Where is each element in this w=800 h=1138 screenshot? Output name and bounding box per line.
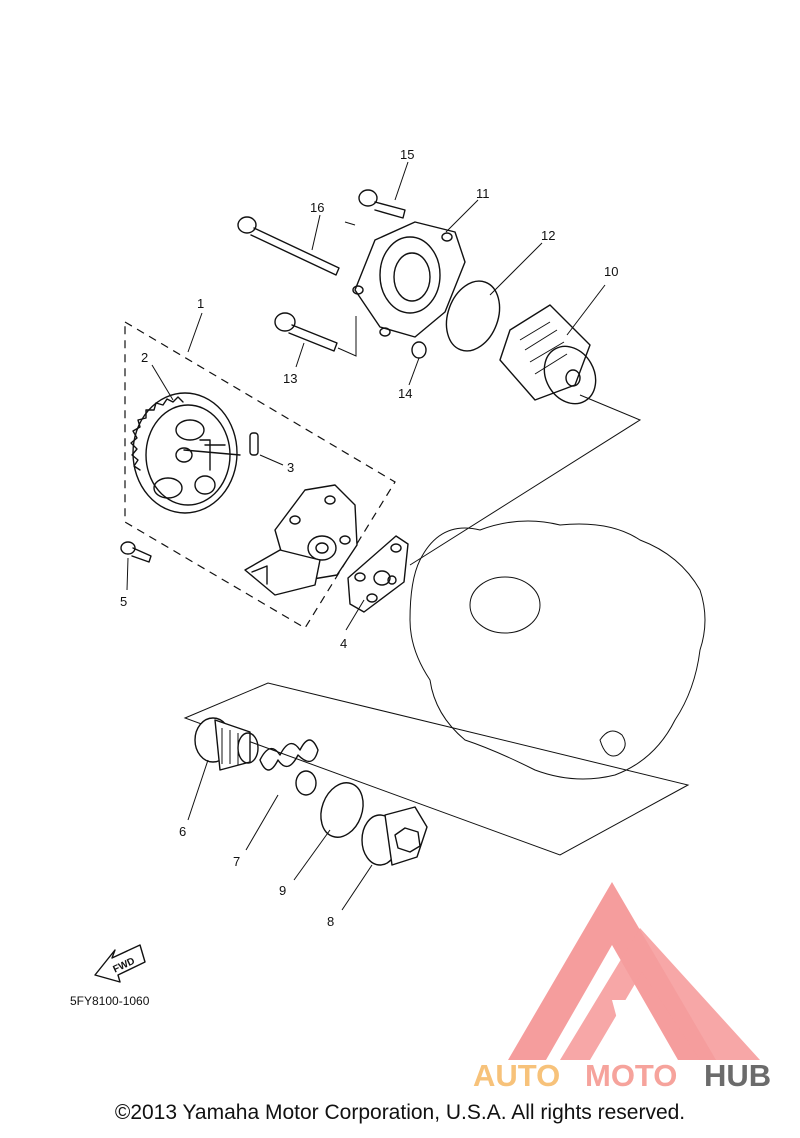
callout-9: 9: [279, 883, 286, 898]
bolt-15: [358, 189, 406, 219]
strainer-assembly-box: [183, 682, 690, 856]
watermark-logo: [508, 882, 760, 1060]
callout-12: 12: [541, 228, 555, 243]
drain-plug: [361, 806, 428, 866]
watermark-word-moto: MOTO: [585, 1058, 677, 1093]
oil-strainer: [194, 717, 259, 771]
callout-1: 1: [197, 296, 204, 311]
drawing-code: 5FY8100-1060: [70, 994, 150, 1008]
bolt-13: [274, 312, 338, 352]
copyright-notice: ©2013 Yamaha Motor Corporation, U.S.A. A…: [114, 1101, 686, 1124]
o-ring-9: [320, 782, 364, 838]
callout-14: 14: [398, 386, 412, 401]
callout-4: 4: [340, 636, 347, 651]
callout-10: 10: [604, 264, 618, 279]
pump-driven-gear: [130, 392, 241, 514]
o-ring-12: [445, 280, 501, 352]
callout-13: 13: [283, 371, 297, 386]
callout-5: 5: [120, 594, 127, 609]
watermark-word-auto: AUTO: [473, 1058, 560, 1093]
callout-15: 15: [400, 147, 414, 162]
compression-spring: [259, 739, 319, 796]
pump-gasket: [347, 535, 409, 613]
callout-6: 6: [179, 824, 186, 839]
callout-11: 11: [476, 186, 490, 201]
callout-3: 3: [287, 460, 294, 475]
fwd-arrow-icon: FWD: [94, 944, 146, 983]
callout-8: 8: [327, 914, 334, 929]
watermark-word-hub: HUB: [704, 1058, 771, 1093]
oil-filter-element: [499, 304, 597, 405]
oil-filter-cover: [352, 221, 466, 338]
callout-16: 16: [310, 200, 324, 215]
watermark-text: AUTO MOTO HUB: [473, 1058, 771, 1093]
callout-2: 2: [141, 350, 148, 365]
bolt-16: [237, 216, 340, 276]
screw-5: [120, 541, 152, 563]
dowel-pin: [249, 432, 259, 456]
oil-pump-body: [244, 484, 358, 596]
crankcase-outline: [409, 520, 706, 780]
leader-lines: [126, 161, 606, 911]
oil-pump-assembly-box: [124, 320, 396, 629]
callout-7: 7: [233, 854, 240, 869]
o-ring-14: [411, 341, 427, 359]
